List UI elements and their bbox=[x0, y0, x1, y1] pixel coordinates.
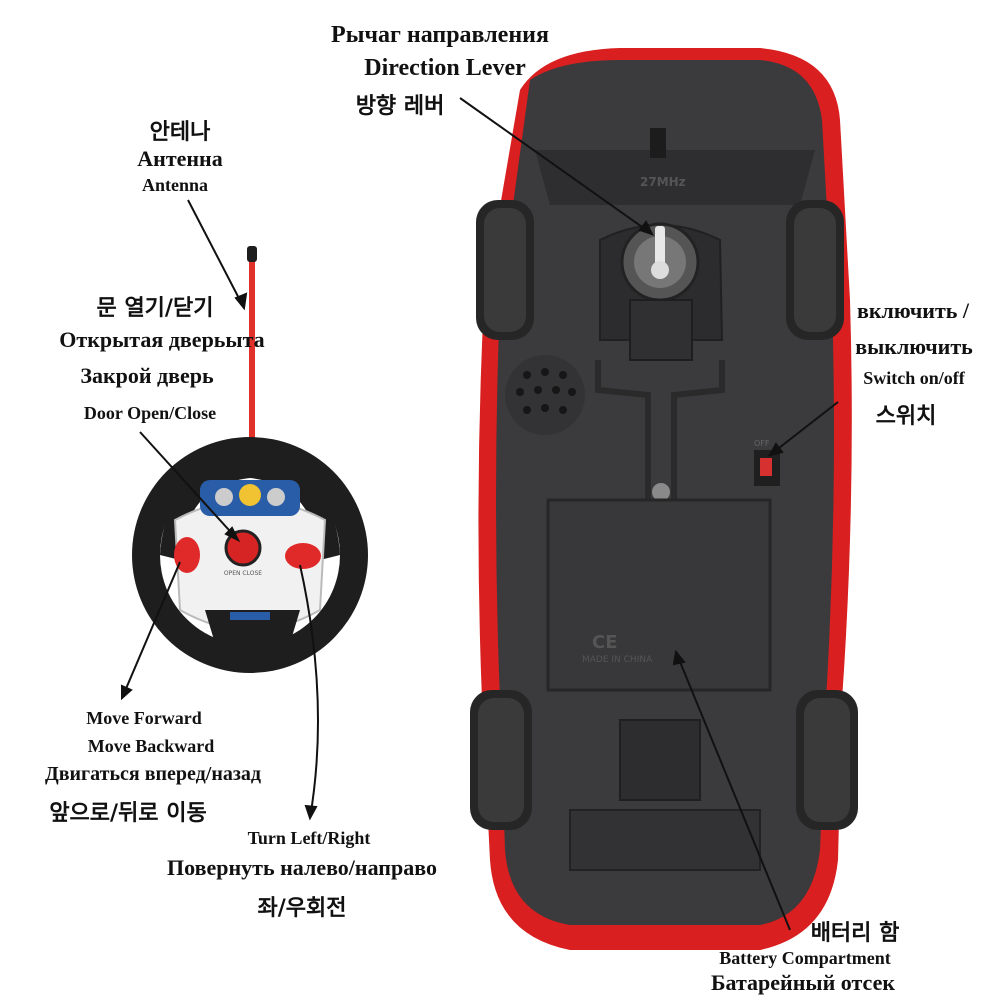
switch-label-ru1: включить / bbox=[856, 298, 970, 323]
move-label-en1: Move Forward bbox=[86, 708, 202, 728]
front-right-wheel bbox=[786, 200, 844, 340]
steering-mechanism bbox=[599, 222, 724, 361]
front-left-wheel bbox=[476, 200, 534, 340]
battery-pointer bbox=[675, 651, 791, 931]
battery-label-ru: Батарейный отсек bbox=[710, 970, 896, 995]
battery-label-ko: 배터리 함 bbox=[810, 921, 900, 946]
door-pointer bbox=[139, 431, 239, 541]
antenna-label-ru: Антенна bbox=[137, 146, 223, 171]
move-pointer bbox=[121, 561, 181, 699]
door-label-en: Door Open/Close bbox=[83, 403, 217, 423]
turn-label-en: Turn Left/Right bbox=[247, 828, 371, 848]
front-slot bbox=[650, 128, 666, 158]
move-label-ko: 앞으로/뒤로 이동 bbox=[49, 801, 207, 826]
rc-car: 27MHz bbox=[470, 48, 858, 950]
switch-label-ko: 스위치 bbox=[875, 404, 937, 429]
direction-lever-label-ko: 방향 레버 bbox=[355, 94, 445, 119]
direction-lever-label-en: Direction Lever bbox=[364, 55, 526, 81]
frequency-mark: 27MHz bbox=[640, 175, 686, 189]
door-button-mark: OPEN CLOSE bbox=[224, 570, 262, 577]
turn-button bbox=[285, 543, 321, 569]
switch-pointer bbox=[769, 401, 839, 456]
made-in-mark: MADE IN CHINA bbox=[582, 655, 653, 665]
direction-lever bbox=[655, 226, 665, 266]
battery-label-en: Battery Compartment bbox=[719, 948, 891, 968]
antenna-label-en: Antenna bbox=[141, 175, 209, 195]
move-label-ru: Двигаться вперед/назад bbox=[44, 763, 262, 785]
turn-label-ru: Повернуть налево/направо bbox=[167, 855, 437, 880]
speaker-grill bbox=[505, 355, 585, 435]
direction-lever-label-ru: Рычаг направления bbox=[331, 22, 549, 48]
turn-pointer bbox=[299, 564, 319, 819]
door-button bbox=[224, 529, 262, 567]
door-label-ko: 문 열기/닫기 bbox=[96, 296, 214, 321]
off-mark: OFF bbox=[754, 439, 770, 448]
battery-compartment bbox=[546, 498, 772, 692]
door-label-ru2: Закрой дверь bbox=[80, 363, 214, 388]
move-button bbox=[174, 537, 200, 573]
turn-label-ko: 좌/우회전 bbox=[257, 896, 347, 921]
antenna-label-ko: 안테나 bbox=[149, 120, 211, 145]
rear-right-wheel bbox=[796, 690, 858, 830]
callout-lines bbox=[121, 97, 839, 931]
power-switch: OFF bbox=[754, 439, 780, 486]
door-label-ru1: Открытая дверьыта bbox=[59, 327, 265, 352]
direction-lever-pointer bbox=[459, 97, 653, 235]
switch-label-en: Switch on/off bbox=[863, 368, 965, 388]
ce-mark: CE bbox=[592, 632, 618, 653]
rear-gearbox bbox=[619, 719, 701, 801]
rear-left-wheel bbox=[470, 690, 532, 830]
front-bumper bbox=[535, 150, 815, 205]
move-label-en2: Move Backward bbox=[87, 736, 215, 756]
switch-label-ru2: выключить bbox=[855, 334, 973, 359]
antenna-pointer bbox=[187, 199, 245, 309]
